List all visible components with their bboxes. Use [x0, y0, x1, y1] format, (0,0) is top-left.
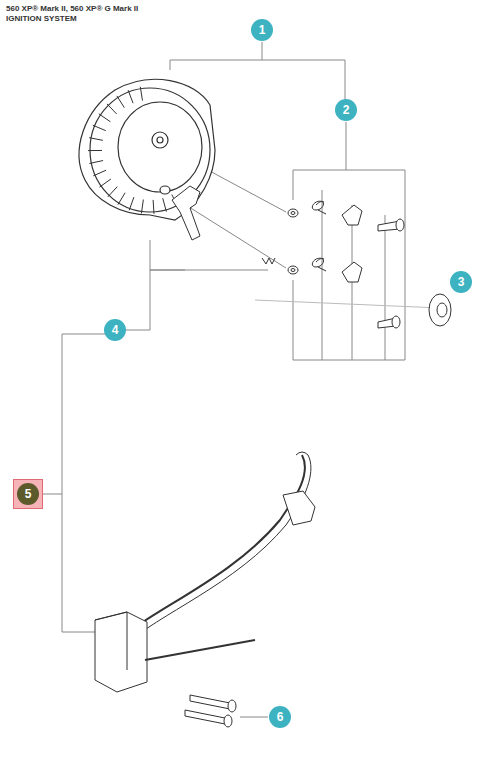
diagram-title: 560 XP® Mark II, 560 XP® G Mark II — [6, 4, 138, 14]
callout-number: 3 — [450, 271, 472, 293]
diagram-subtitle: IGNITION SYSTEM — [6, 14, 77, 24]
callout-number: 4 — [104, 319, 126, 341]
callout-number: 5 — [17, 483, 39, 505]
callout-number: 6 — [269, 706, 291, 728]
callout-number: 2 — [335, 99, 357, 121]
callout-number: 1 — [251, 19, 273, 41]
